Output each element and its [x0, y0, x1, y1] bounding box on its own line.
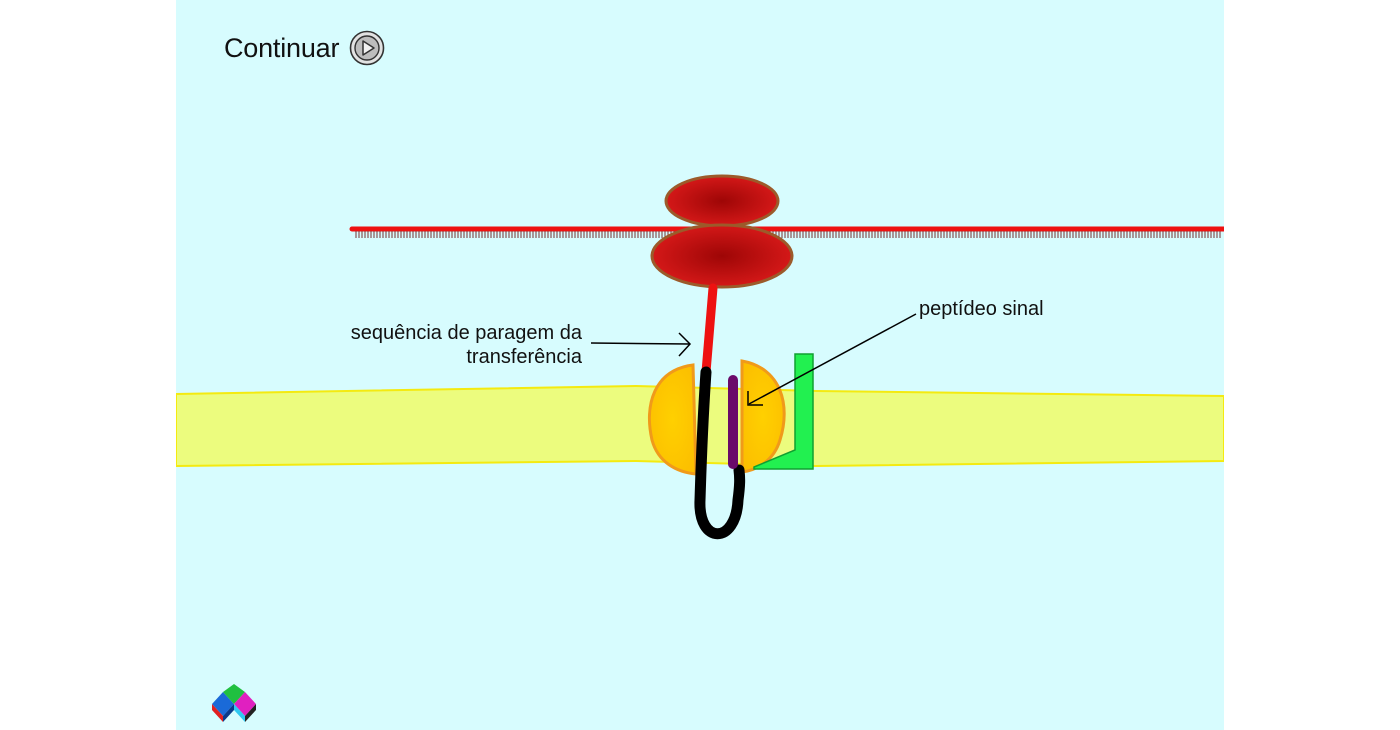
stop-transfer-sequence-label: sequência de paragem da transferência [351, 321, 582, 369]
polypeptide-cytosolic [706, 288, 713, 372]
stop-transfer-label-line2: transferência [351, 345, 582, 369]
continue-label: Continuar [224, 33, 339, 64]
diagram-stage: Continuar sequência de paragem da transf… [176, 0, 1224, 730]
play-circle-icon[interactable] [349, 30, 385, 66]
logo-icon [210, 684, 260, 724]
stop-transfer-label-line1: sequência de paragem da [351, 321, 582, 345]
continue-button[interactable]: Continuar [224, 28, 385, 68]
signal-peptide-label: peptídeo sinal [919, 297, 1044, 321]
ribosome-large-subunit [652, 225, 792, 287]
protein-translocation-diagram [176, 0, 1224, 730]
ribosome-small-subunit [666, 176, 778, 226]
mrna-strand [352, 229, 1224, 238]
stop-transfer-arrow [591, 333, 690, 356]
